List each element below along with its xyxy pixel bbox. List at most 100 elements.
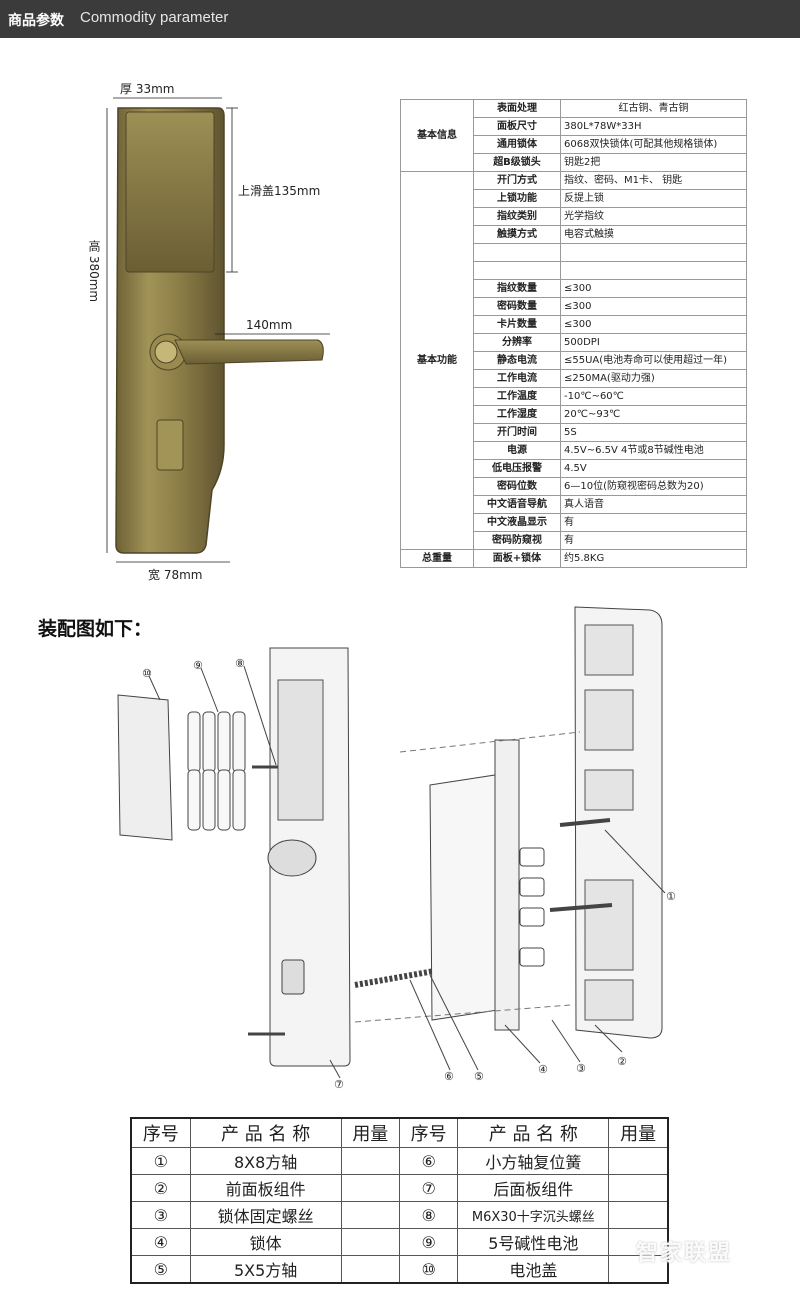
parts-cell: ① — [130, 1147, 191, 1175]
header-title-zh: 商品参数 — [8, 13, 64, 29]
spec-value: 20℃~93℃ — [560, 405, 747, 424]
parts-cell — [608, 1174, 669, 1202]
spec-name: 指纹数量 — [473, 279, 561, 298]
watermark: 智家联盟 — [636, 1241, 733, 1266]
parts-cell: ⑥ — [398, 1147, 459, 1175]
parts-header-cell: 产 品 名 称 — [189, 1117, 342, 1148]
spec-row: 总重量面板+锁体约5.8KG — [400, 549, 747, 568]
parts-cell — [340, 1201, 400, 1229]
spec-row: 密码防窥视有 — [401, 531, 747, 550]
spec-value: ≤300 — [560, 279, 747, 298]
parts-cell: M6X30十字沉头螺丝 — [457, 1201, 610, 1229]
lock-product-image — [106, 97, 330, 563]
parts-cell: ⑦ — [398, 1174, 459, 1202]
spec-name: 工作湿度 — [473, 405, 561, 424]
spec-value: 380L*78W*33H — [560, 117, 747, 136]
spec-name: 密码防窥视 — [473, 531, 561, 550]
spec-value: 反提上锁 — [560, 189, 747, 208]
parts-header-row: 序号产 品 名 称用量序号产 品 名 称用量 — [130, 1117, 669, 1148]
assembly-title: 装配图如下： — [38, 618, 153, 640]
parts-cell: ④ — [130, 1228, 191, 1256]
parts-cell: ⑩ — [398, 1255, 459, 1284]
parts-cell: ⑧ — [398, 1201, 459, 1229]
parts-header-cell: 用量 — [608, 1117, 669, 1148]
spec-name: 触摸方式 — [473, 225, 561, 244]
spec-name: 超B级锁头 — [473, 153, 561, 172]
spec-name: 低电压报警 — [473, 459, 561, 478]
callout-6: ⑥ — [444, 1070, 454, 1083]
parts-header-cell: 用量 — [340, 1117, 400, 1148]
parts-cell — [608, 1147, 669, 1175]
spec-name: 表面处理 — [473, 99, 561, 118]
spec-value — [560, 243, 747, 262]
spec-value: 4.5V~6.5V 4节或8节碱性电池 — [560, 441, 747, 460]
spec-name: 面板尺寸 — [473, 117, 561, 136]
spec-value: 4.5V — [560, 459, 747, 478]
parts-header-cell: 序号 — [130, 1117, 191, 1148]
parts-cell: ⑤ — [130, 1255, 191, 1284]
parts-cell: 8X8方轴 — [189, 1147, 342, 1175]
assembly-diagram: ① ② ③ ④ ⑤ ⑥ ⑦ ⑧ ⑨ ⑩ — [117, 606, 676, 1091]
parts-cell: 后面板组件 — [457, 1174, 610, 1202]
spec-value: 有 — [560, 513, 747, 532]
spec-value: 指纹、密码、M1卡、 钥匙 — [560, 171, 747, 190]
parts-cell — [608, 1255, 669, 1284]
spec-name — [473, 243, 561, 262]
spec-name: 工作温度 — [473, 387, 561, 406]
spec-row: 基本功能开门方式指纹、密码、M1卡、 钥匙 — [400, 171, 747, 550]
spec-name: 中文语音导航 — [473, 495, 561, 514]
parts-cell: 锁体 — [189, 1228, 342, 1256]
spec-name: 指纹类别 — [473, 207, 561, 226]
spec-value: 6068双快锁体(可配其他规格锁体) — [560, 135, 747, 154]
parts-cell — [608, 1201, 669, 1229]
spec-value: 光学指纹 — [560, 207, 747, 226]
spec-value: 6—10位(防窥视密码总数为20) — [560, 477, 747, 496]
spec-row: 静态电流≤55UA(电池寿命可以使用超过一年) — [401, 351, 747, 370]
spec-name: 分辨率 — [473, 333, 561, 352]
spec-value: 钥匙2把 — [560, 153, 747, 172]
spec-name: 工作电流 — [473, 369, 561, 388]
spec-row: 密码数量≤300 — [401, 297, 747, 316]
spec-value: -10℃~60℃ — [560, 387, 747, 406]
callout-4: ④ — [538, 1063, 548, 1076]
spec-name: 电源 — [473, 441, 561, 460]
parts-cell: 电池盖 — [457, 1255, 610, 1284]
spec-name: 开门方式 — [473, 171, 561, 190]
spec-name: 中文液晶显示 — [473, 513, 561, 532]
parts-cell: ③ — [130, 1201, 191, 1229]
spec-value: 有 — [560, 531, 747, 550]
header-bar: 商品参数 Commodity parameter — [0, 0, 800, 38]
parts-cell: 前面板组件 — [189, 1174, 342, 1202]
spec-name: 密码位数 — [473, 477, 561, 496]
callout-8: ⑧ — [235, 657, 245, 670]
callout-9: ⑨ — [193, 659, 203, 672]
spec-category: 基本功能 — [400, 171, 474, 550]
spec-value: 500DPI — [560, 333, 747, 352]
spec-category: 总重量 — [400, 549, 474, 568]
parts-cell — [608, 1228, 669, 1256]
spec-row: 超B级锁头钥匙2把 — [401, 153, 747, 172]
callout-5: ⑤ — [474, 1070, 484, 1083]
spec-name: 上锁功能 — [473, 189, 561, 208]
parts-header-cell: 产 品 名 称 — [457, 1117, 610, 1148]
callout-2: ② — [617, 1055, 627, 1068]
spec-row: 上锁功能反提上锁 — [401, 189, 747, 208]
spec-name: 卡片数量 — [473, 315, 561, 334]
parts-cell — [340, 1228, 400, 1256]
spec-name — [473, 261, 561, 280]
parts-cell — [340, 1147, 400, 1175]
parts-cell — [340, 1174, 400, 1202]
dim-height: 高 380mm — [87, 240, 101, 303]
callout-10: ⑩ — [142, 667, 152, 680]
spec-value: ≤300 — [560, 297, 747, 316]
parts-cell: ② — [130, 1174, 191, 1202]
callout-1: ① — [666, 890, 676, 903]
